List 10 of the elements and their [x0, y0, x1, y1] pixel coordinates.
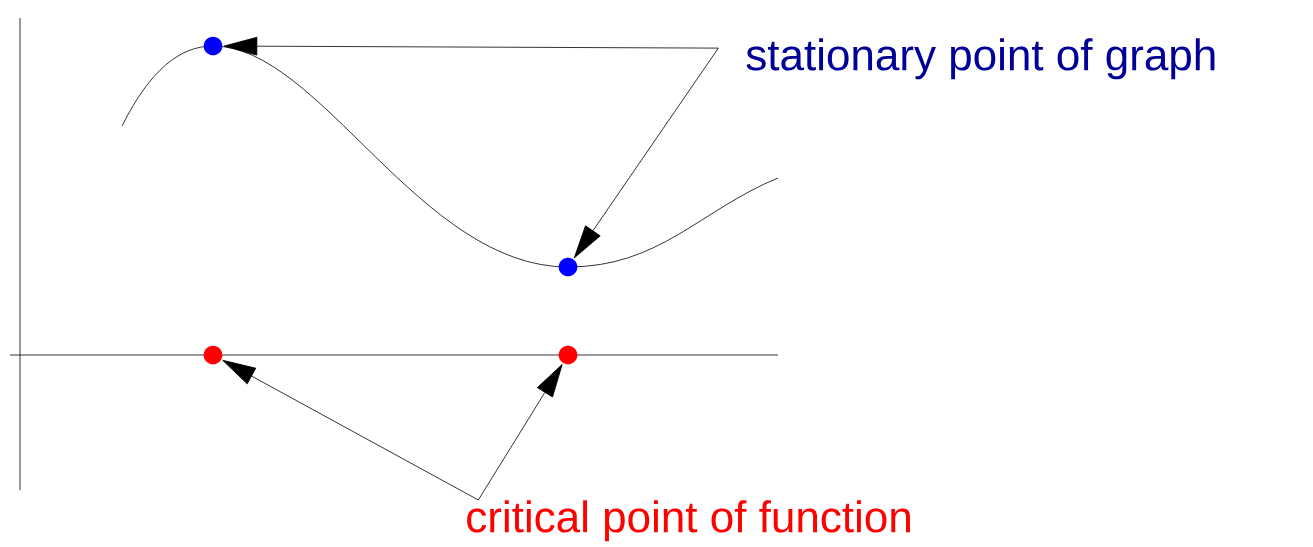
point-dot — [203, 345, 223, 365]
point-dot — [558, 345, 578, 365]
point-dot — [203, 36, 223, 56]
arrow — [477, 364, 563, 501]
annotation-text: stationary point of graph — [746, 38, 1215, 80]
point-dot — [558, 257, 578, 277]
annotation-text: critical point of function — [467, 500, 910, 542]
arrow — [223, 36, 719, 56]
arrow — [573, 47, 719, 259]
arrow — [222, 359, 479, 501]
